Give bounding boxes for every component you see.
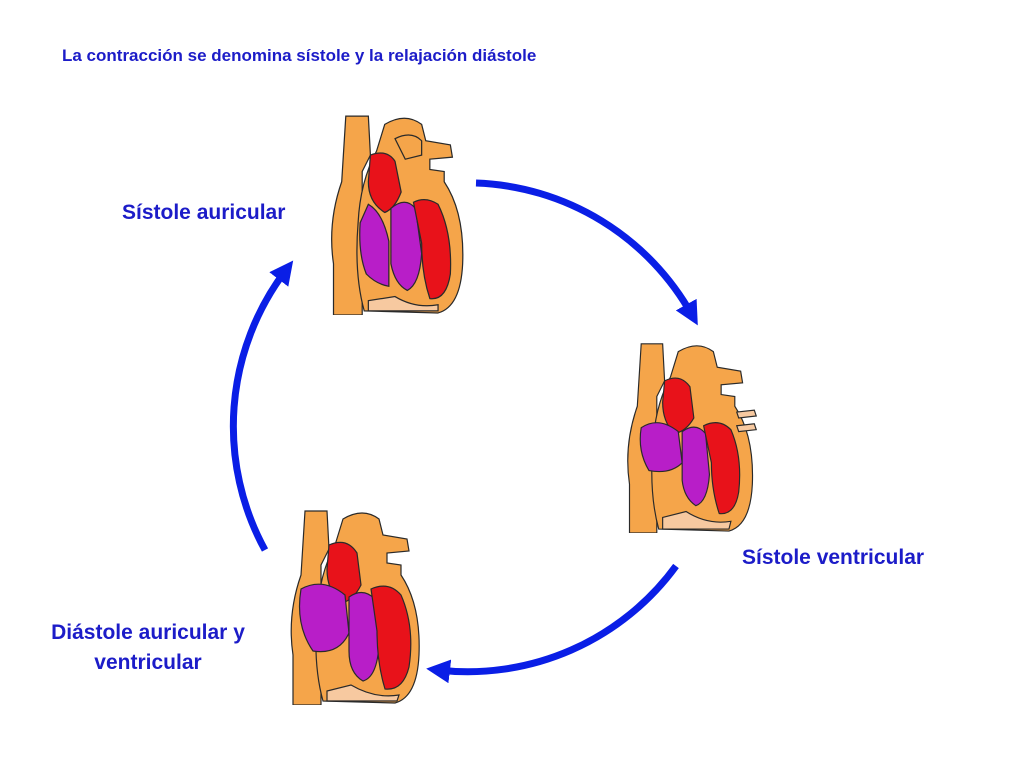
- heart-diagram-icon: [290, 510, 420, 705]
- label-diastole-line2: ventricular: [94, 651, 202, 674]
- label-atrial-systole: Sístole auricular: [122, 201, 286, 224]
- heart-diagram-icon: [627, 343, 758, 533]
- cycle-arrow-icon: [426, 563, 679, 684]
- label-ventricular-systole: Sístole ventricular: [742, 546, 925, 569]
- label-diastole: Diástole auricular y ventricular: [30, 618, 266, 678]
- cycle-arrow-icon: [229, 260, 294, 552]
- label-diastole-line1: Diástole auricular y: [51, 621, 245, 644]
- heart-diagram-icon: [331, 115, 464, 315]
- cycle-arrow-icon: [475, 179, 698, 326]
- page-title: La contracción se denomina sístole y la …: [62, 46, 537, 65]
